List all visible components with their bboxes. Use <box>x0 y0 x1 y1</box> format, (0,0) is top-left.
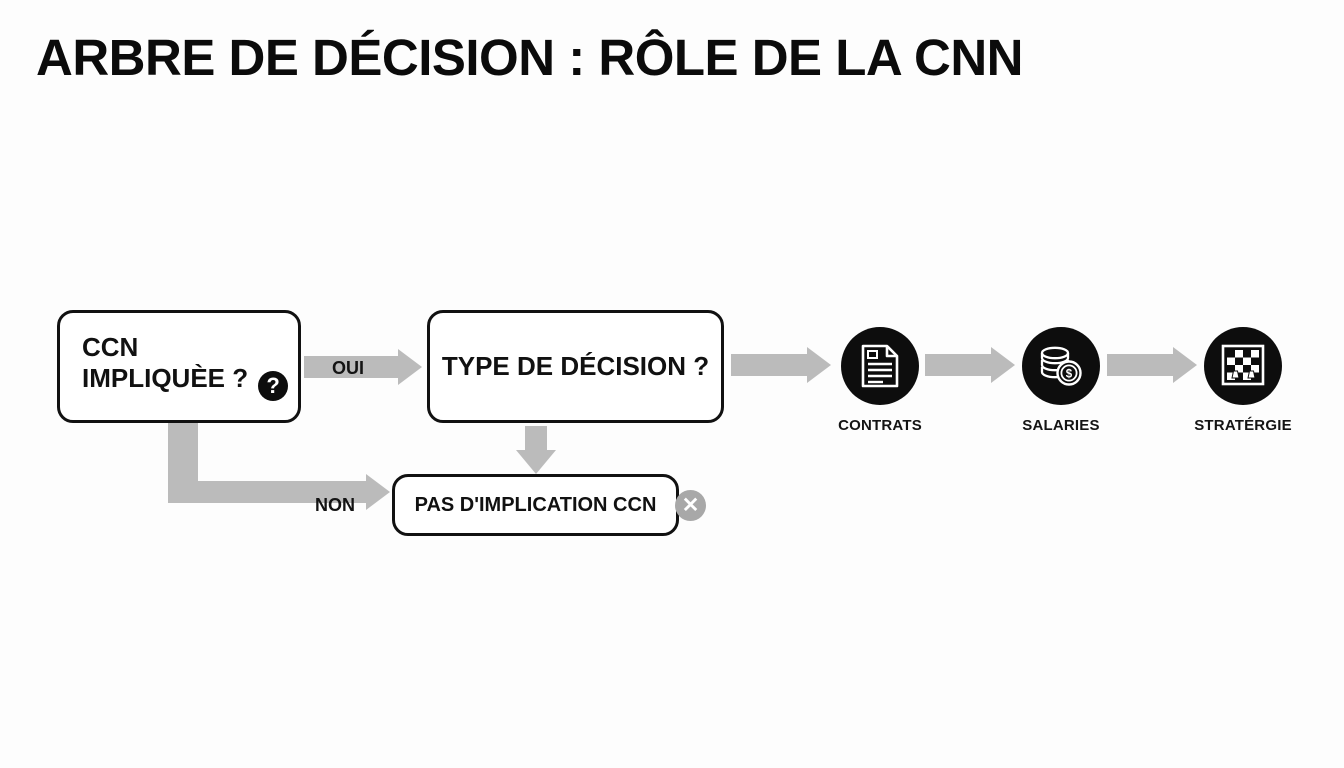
arrow-salaries-to-stratergie <box>1107 347 1197 383</box>
arrow-salaries-to-stratergie-shaft <box>1107 354 1175 376</box>
arrow-no-elbow <box>168 423 394 518</box>
question-circle-icon: ? <box>258 370 289 401</box>
outcome-salaries[interactable]: $ SALARIES <box>986 327 1136 434</box>
arrow-no-label: NON <box>315 495 355 515</box>
arrow-contrats-to-salaries <box>925 347 1015 383</box>
arrow-salaries-to-stratergie-head <box>1173 347 1197 383</box>
outcome-contrats[interactable]: CONTRATS <box>805 327 955 434</box>
arrow-down-shaft <box>525 426 547 452</box>
arrow-yes-label: OUI <box>332 358 365 378</box>
outcome-stratergie-label: STRATÉRGIE <box>1194 417 1292 434</box>
arrow-down-to-no-implication <box>516 426 556 474</box>
arrow-to-contrats-head <box>807 347 831 383</box>
arrow-no-horizontal-leg <box>168 481 368 503</box>
outcome-contrats-label: CONTRATS <box>838 417 922 434</box>
outcome-stratergie[interactable]: STRATÉRGIE <box>1168 327 1318 434</box>
arrow-to-contrats-shaft <box>731 354 809 376</box>
document-icon <box>841 327 919 405</box>
decision-node-type-label: TYPE DE DÉCISION ? <box>441 351 710 381</box>
decision-node-type-de-decision[interactable]: TYPE DE DÉCISION ? <box>427 310 724 423</box>
page-title: ARBRE DE DÉCISION : RÔLE DE LA CNN <box>36 29 1024 86</box>
coins-icon: $ <box>1022 327 1100 405</box>
arrow-yes-shaft <box>304 356 400 378</box>
outcome-node-no-implication[interactable]: PAS D'IMPLICATION CCN <box>392 474 679 536</box>
decision-node-ccn-label: CCN IMPLIQUÈE ?? <box>82 332 289 401</box>
outcome-salaries-label: SALARIES <box>1022 417 1100 434</box>
arrow-yes <box>304 349 422 385</box>
x-circle-icon: ✕ <box>675 490 706 521</box>
svg-text:$: $ <box>1066 369 1073 381</box>
chessboard-icon <box>1204 327 1282 405</box>
arrow-no-head <box>366 474 390 510</box>
arrow-down-head <box>516 450 556 474</box>
arrow-to-contrats <box>731 347 831 383</box>
arrow-yes-head <box>398 349 422 385</box>
outcome-node-no-implication-label: PAS D'IMPLICATION CCN <box>414 493 657 516</box>
arrow-contrats-to-salaries-shaft <box>925 354 993 376</box>
decision-node-ccn-impliquee[interactable]: CCN IMPLIQUÈE ?? <box>57 310 301 423</box>
arrow-contrats-to-salaries-head <box>991 347 1015 383</box>
